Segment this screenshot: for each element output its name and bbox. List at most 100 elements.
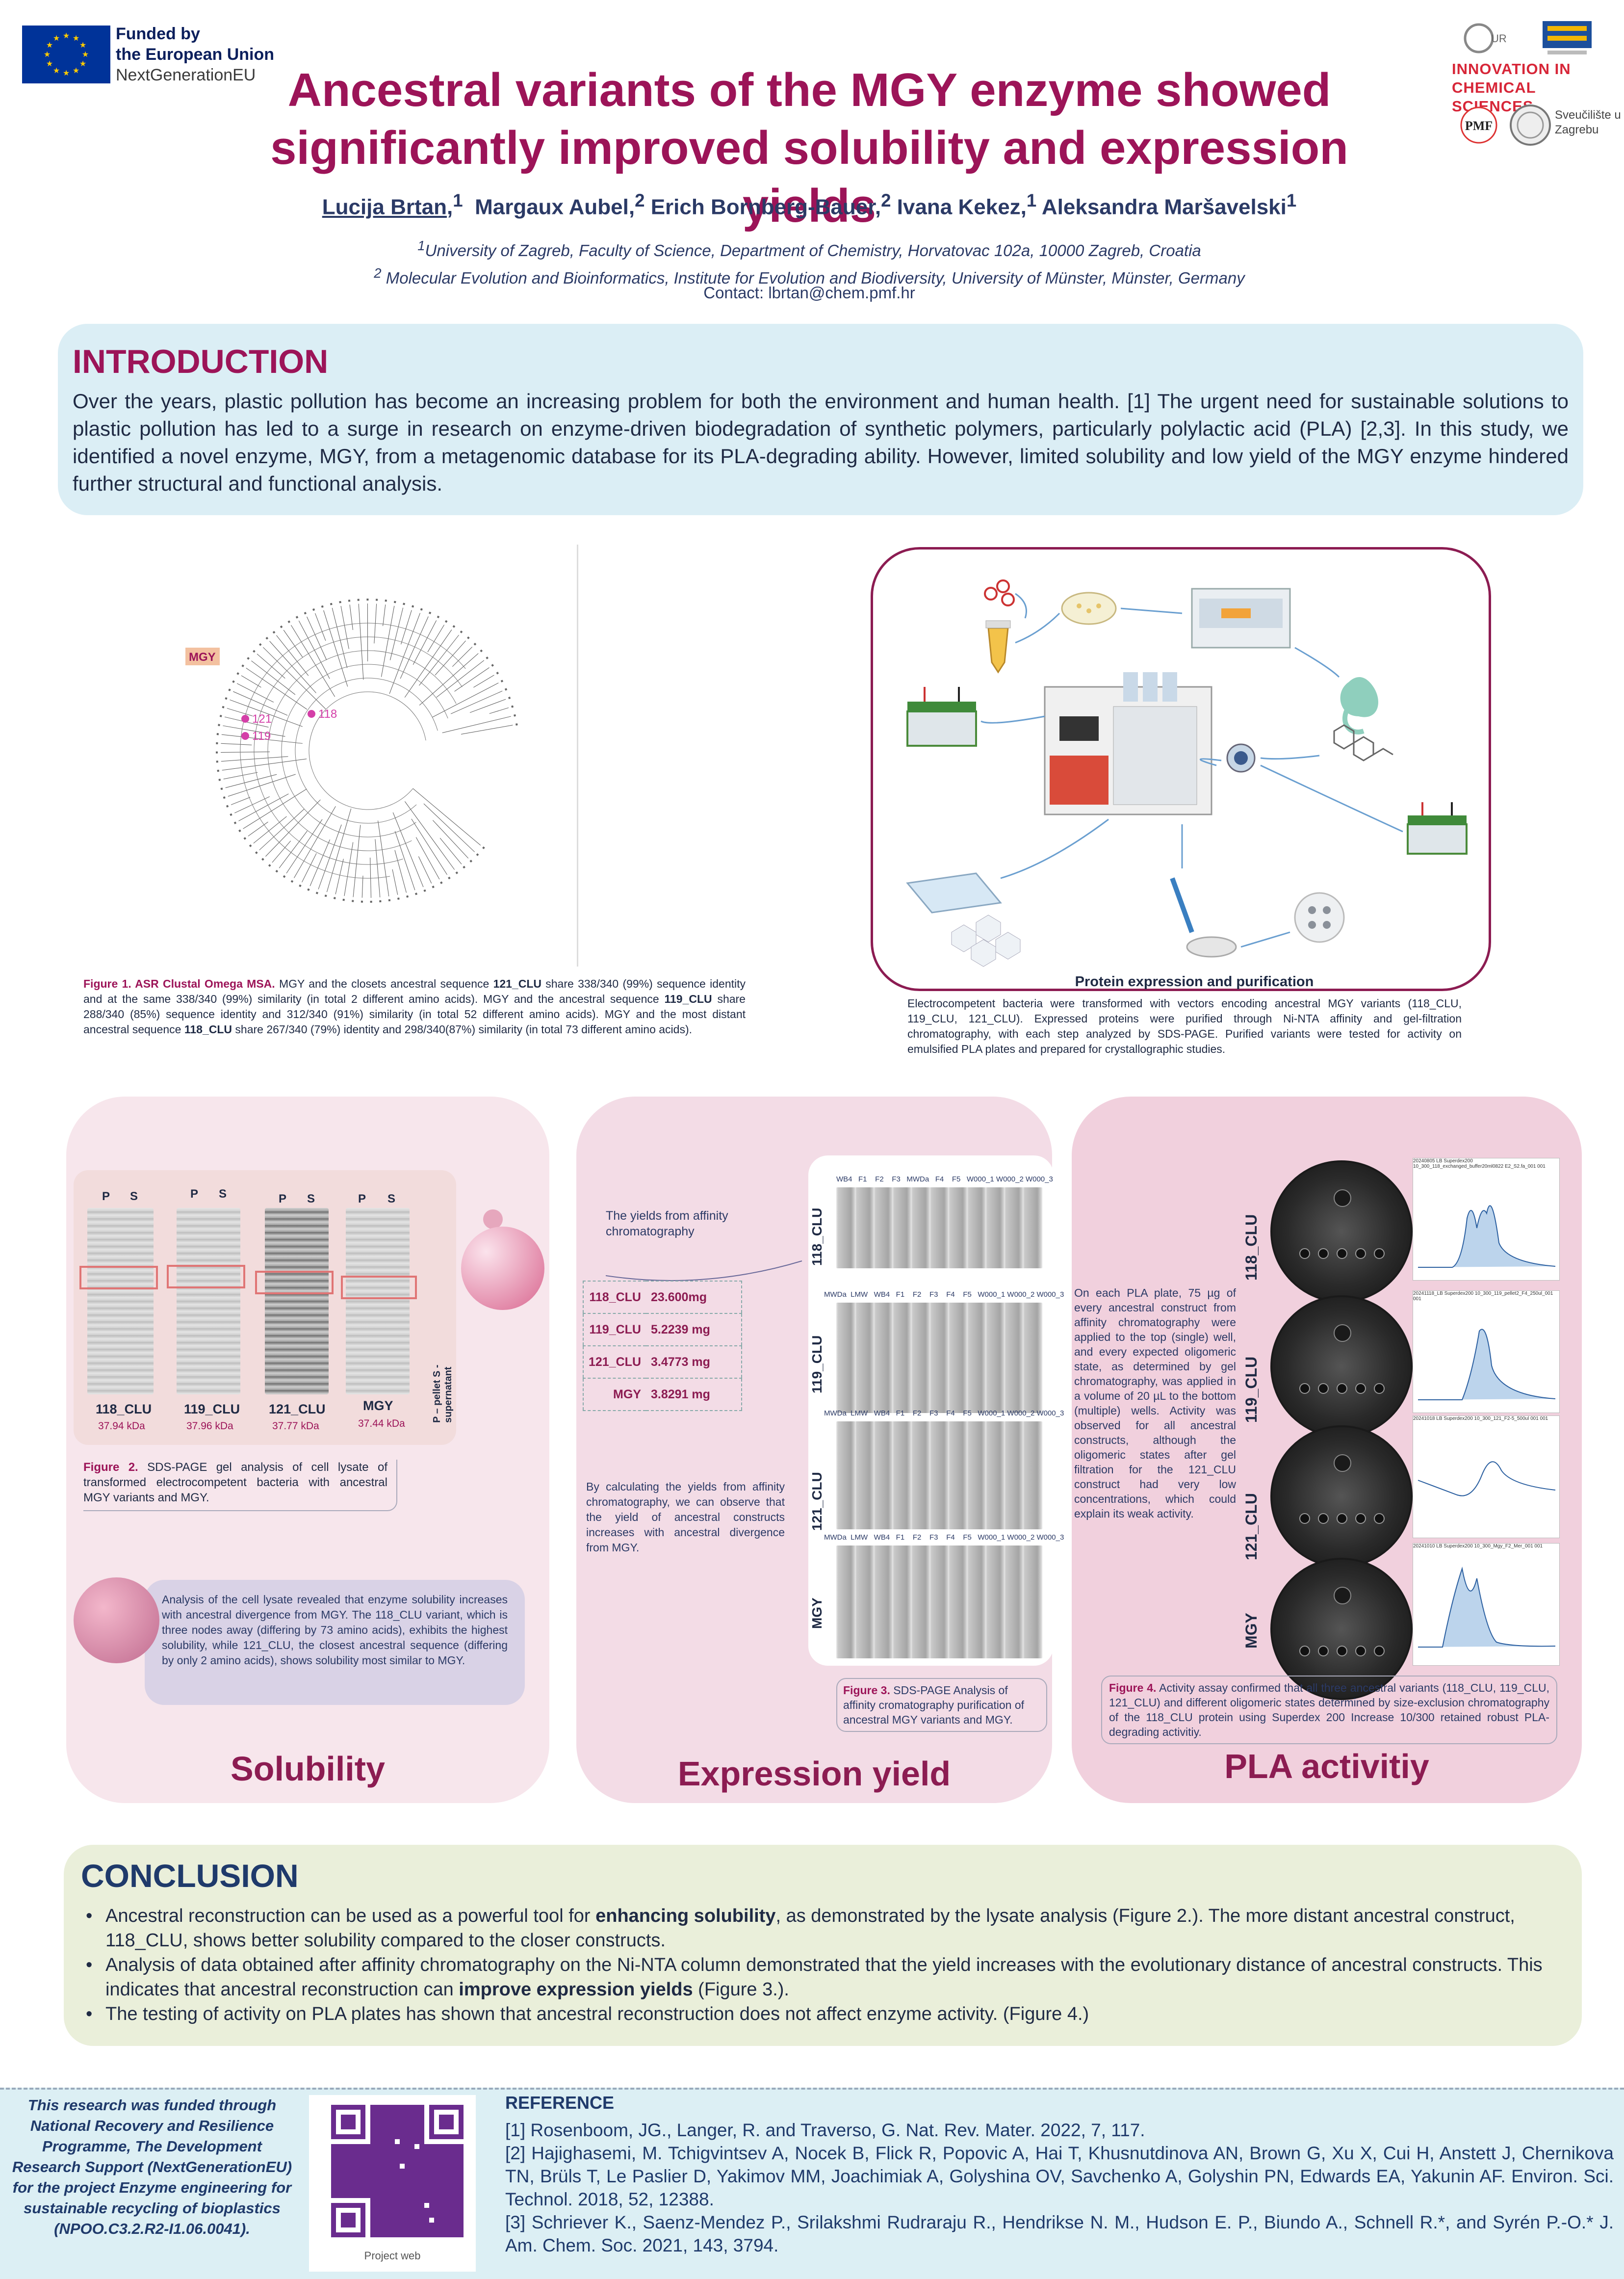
qr-module [346, 2183, 351, 2188]
tree-branch [423, 803, 475, 852]
qr-module [370, 2174, 375, 2178]
tree-branch [298, 620, 330, 679]
qr-module [385, 2120, 390, 2124]
qr-module [449, 2178, 454, 2183]
unizg-text: Sveučilište u Zagrebu [1555, 108, 1621, 137]
qr-module [346, 2178, 351, 2183]
qr-module [395, 2129, 400, 2134]
qr-module [459, 2218, 464, 2223]
target-band-box [341, 1276, 417, 1299]
qr-module [439, 2193, 444, 2198]
unizg-line1: Sveučilište u [1555, 108, 1621, 122]
svg-text:★: ★ [79, 60, 86, 68]
qr-module [439, 2169, 444, 2174]
qr-module [380, 2232, 385, 2237]
qr-module [444, 2198, 449, 2203]
tree-leaf [265, 636, 269, 640]
introduction-section [58, 324, 1583, 515]
tree-leaf [280, 625, 283, 629]
qr-module [400, 2115, 405, 2120]
qr-module [370, 2124, 375, 2129]
tree-branch [243, 788, 307, 829]
qr-module [361, 2188, 365, 2193]
qr-module [459, 2174, 464, 2178]
qr-module [444, 2208, 449, 2213]
expression-analysis-text: By calculating the yields from affinity … [586, 1480, 785, 1554]
qr-module [400, 2223, 405, 2227]
chromatogram-trace [1418, 1205, 1556, 1268]
svg-text:★: ★ [79, 41, 86, 50]
tree-branch [389, 607, 404, 660]
eu-line3: NextGenerationEU [116, 66, 256, 84]
tree-branch [454, 667, 490, 692]
tree-leaf [361, 900, 363, 903]
qr-module [395, 2208, 400, 2213]
qr-module [370, 2213, 375, 2218]
tree-branch [442, 716, 511, 733]
qr-module [405, 2105, 410, 2110]
tree-leaf [496, 672, 499, 675]
qr-module [454, 2208, 459, 2213]
chromatogram-mgy: 20241010 LB Superdex200 10_300_Mgy_F2_Me… [1413, 1543, 1560, 1666]
qr-module [414, 2110, 419, 2115]
qr-module [336, 2183, 341, 2188]
yields-label: The yields from affinity chromatography [606, 1209, 728, 1238]
gel-electrophoresis-icon-2 [1407, 802, 1468, 855]
affiliation-2-text: Molecular Evolution and Bioinformatics, … [381, 269, 1245, 287]
qr-module [395, 2232, 400, 2237]
tree-leaf [516, 723, 518, 726]
qr-module [414, 2174, 419, 2178]
plastic-molecule-icon [1333, 724, 1393, 761]
qr-module [449, 2208, 454, 2213]
qr-module [454, 2178, 459, 2183]
tree-branch [221, 756, 288, 762]
tree-branch [236, 683, 274, 703]
plate-label-mgy: MGY [1242, 1613, 1260, 1649]
tree-branch [326, 808, 352, 892]
figure-2-label: Figure 2. [83, 1461, 138, 1474]
qr-module [405, 2223, 410, 2227]
qr-module [346, 2174, 351, 2178]
plate-bottom-well [1299, 1513, 1310, 1524]
qr-module [400, 2159, 405, 2164]
qr-module [434, 2159, 439, 2164]
ancestral-node-marker [308, 710, 315, 718]
plate-bottom-well [1355, 1248, 1366, 1259]
qr-module [375, 2203, 380, 2208]
eu-flag-logo: ★★★ ★★★ ★★★ ★★★ [22, 26, 110, 83]
chromatogram-trace [1418, 1461, 1556, 1496]
qr-module [449, 2232, 454, 2237]
affiliation-1-text: University of Zagreb, Faculty of Science… [425, 241, 1201, 260]
tree-branch [435, 640, 466, 676]
tree-branch [439, 838, 462, 864]
qr-module [380, 2129, 385, 2134]
plate-bottom-well [1318, 1248, 1329, 1259]
qr-module [429, 2169, 434, 2174]
qr-module [419, 2178, 424, 2183]
tree-leaf [225, 697, 228, 700]
pla-plate-119 [1270, 1295, 1413, 1438]
qr-module [390, 2144, 395, 2149]
qr-module [434, 2154, 439, 2159]
figure-4-caption: Figure 4. Activity assay confirmed that … [1101, 1676, 1557, 1744]
tree-arc [267, 650, 457, 851]
qr-module [346, 2154, 351, 2159]
qr-module [429, 2144, 434, 2149]
plate-bottom-well [1299, 1248, 1310, 1259]
svg-text:★: ★ [46, 60, 53, 68]
plate-bottom-well [1355, 1646, 1366, 1656]
qr-module [449, 2188, 454, 2193]
qr-module [449, 2154, 454, 2159]
author-3: Erich Bornberg-Bauer, [650, 195, 881, 219]
qr-module [356, 2183, 361, 2188]
qr-module [439, 2188, 444, 2193]
yield-name: 118_CLU [589, 1290, 641, 1304]
qr-module [454, 2227, 459, 2232]
qr-module [341, 2159, 346, 2164]
qr-module [375, 2115, 380, 2120]
qr-module [361, 2164, 365, 2169]
qr-code-icon[interactable] [331, 2105, 464, 2237]
qr-module [370, 2198, 375, 2203]
yield-value: 23.600mg [651, 1290, 707, 1304]
